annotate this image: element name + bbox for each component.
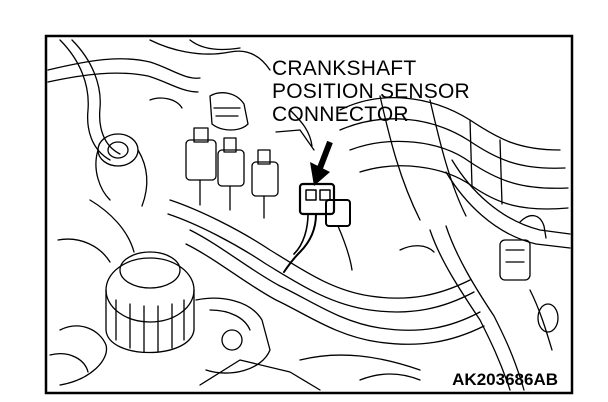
figure-id: AK203686AB	[452, 370, 558, 389]
injector-1	[185, 139, 217, 181]
injector-3	[251, 161, 279, 197]
pipe-main-1	[169, 199, 471, 299]
pipe-right	[451, 159, 571, 235]
callout-arrow	[310, 140, 333, 186]
injector-2	[217, 149, 245, 187]
callout-line-2: POSITION SENSOR	[272, 80, 470, 103]
callout-line-3: CONNECTOR	[272, 103, 409, 126]
right-sensor	[499, 239, 531, 281]
callout-line-1: CRANKSHAFT	[272, 57, 417, 80]
